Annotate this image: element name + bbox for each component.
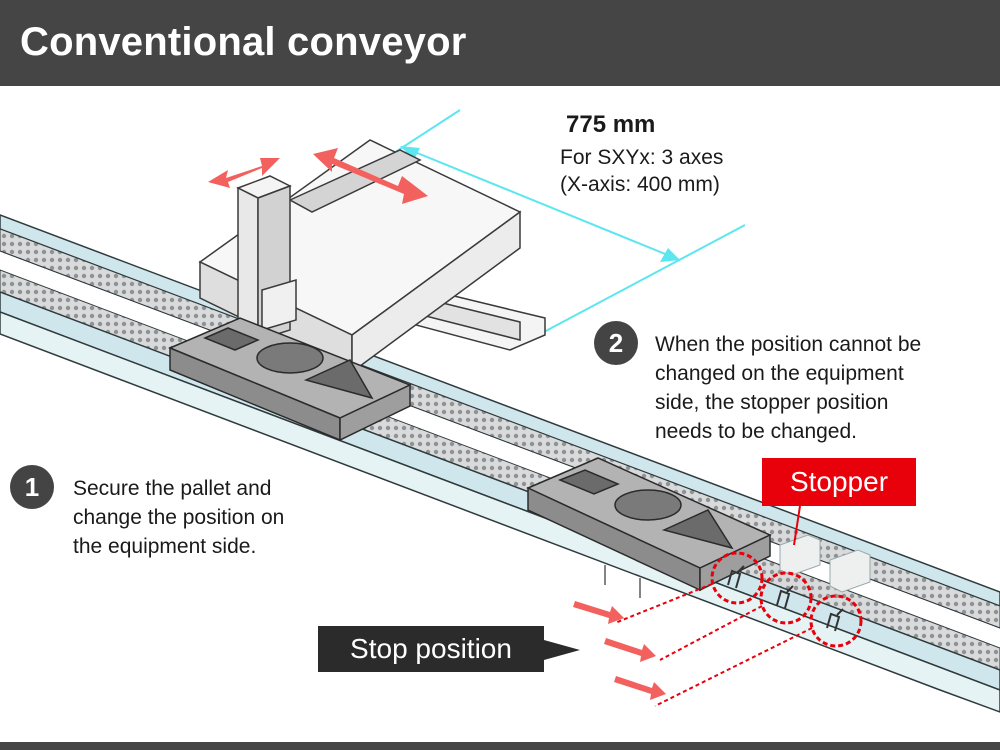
callout-2-line-2: changed on the equipment: [655, 362, 904, 385]
stopper-glyphs: [727, 565, 844, 632]
dimension-guide: [359, 109, 746, 351]
stopper-circles: [710, 551, 863, 648]
motion-arrows: [208, 148, 428, 204]
callout-2-line-4: needs to be changed.: [655, 420, 858, 443]
stop-position-arrows: [573, 601, 666, 700]
rail-front-side: [0, 311, 1000, 713]
dimension-note-1: For SXYx: 3 axes: [560, 146, 724, 169]
robot-z-axis: [236, 175, 297, 342]
callout-2-line-1: When the position cannot be: [655, 333, 922, 356]
bottom-rule: [0, 742, 1000, 750]
stopper-blocks: [779, 534, 871, 593]
callout-1-line-1: Secure the pallet and: [73, 477, 272, 500]
x-axis-arrow: [313, 148, 428, 204]
dimension-note-2: (X-axis: 400 mm): [560, 173, 720, 196]
callout-2-text: When the position cannot be changed on t…: [655, 330, 921, 446]
callout-2-badge: 2: [594, 321, 638, 365]
dimension-length: 775 mm: [566, 111, 656, 138]
callout-1-line-2: change the position on: [73, 506, 285, 529]
stopper-circle-2: [759, 571, 813, 625]
page-title: Conventional conveyor: [20, 20, 467, 64]
header-bar: Conventional conveyor: [0, 0, 1000, 86]
callout-1-text: Secure the pallet and change the positio…: [73, 474, 284, 561]
y-axis-arrow: [208, 158, 280, 188]
stopper-circle-1: [710, 551, 764, 605]
pallet-1: [168, 317, 412, 442]
stop-position-lines: [614, 583, 813, 707]
stopper-label: Stopper: [762, 458, 916, 506]
pallet-2: [526, 457, 772, 598]
callout-1-line-3: the equipment side.: [73, 535, 257, 558]
callout-2-line-3: side, the stopper position: [655, 391, 889, 414]
stopper-leader: [793, 505, 801, 546]
callout-1-badge: 1: [10, 465, 54, 509]
stop-position-label: Stop position: [318, 626, 544, 672]
stopper-circle-3: [809, 594, 863, 648]
stop-label-pointer: [544, 640, 580, 660]
